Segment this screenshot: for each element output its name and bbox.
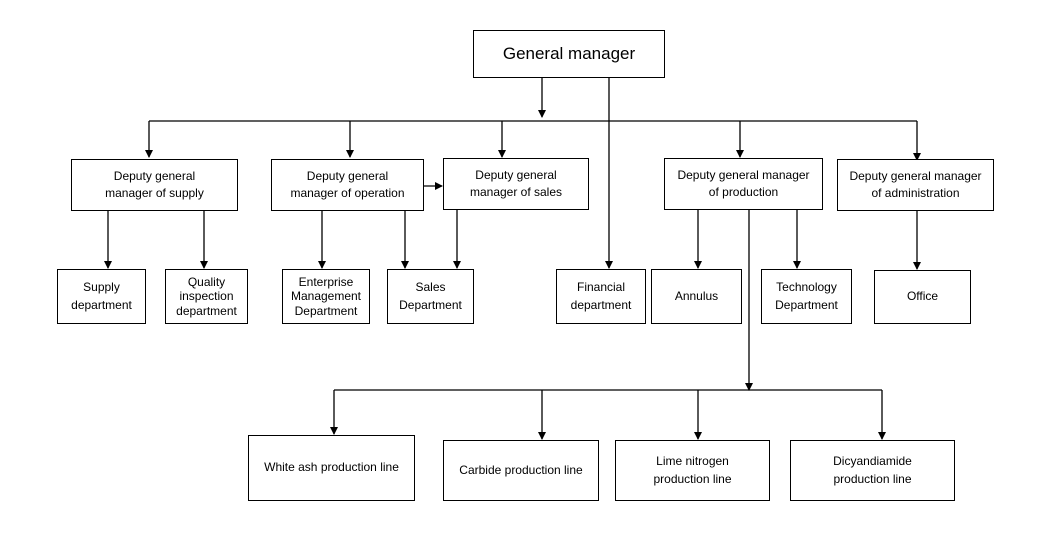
- financial-department-label-line: Financial: [576, 280, 626, 295]
- white-ash-production-line-label-line: White ash production line: [264, 460, 399, 475]
- office-box: Office: [874, 270, 971, 324]
- enterprise-management-department-label-line: Department: [294, 303, 358, 318]
- supply-department-box: Supply department: [57, 269, 146, 324]
- enterprise-management-department-label-line: Enterprise: [298, 274, 354, 289]
- deputy-gm-supply-label-line: Deputy general: [113, 168, 196, 183]
- deputy-gm-production-label-line: of production: [708, 185, 779, 199]
- enterprise-management-department-label-line: Management: [290, 289, 362, 304]
- deputy-gm-production-label-line: Deputy general manager: [677, 167, 810, 182]
- deputy-gm-administration-label-line: Deputy general manager: [849, 168, 982, 183]
- sales-department-label-line: Department: [399, 297, 462, 312]
- dicyandiamide-production-line-box: Dicyandiamide production line: [790, 440, 955, 501]
- annulus-label-line: Annulus: [674, 288, 719, 303]
- annulus-box: Annulus: [651, 269, 742, 324]
- dicyandiamide-production-line-label-line: Dicyandiamide: [833, 454, 912, 469]
- lime-nitrogen-production-line-label-line: production line: [653, 471, 732, 486]
- deputy-gm-production-box: Deputy general manager of production: [664, 158, 823, 210]
- carbide-production-line-box: Carbide production line: [443, 440, 599, 501]
- quality-inspection-department-label-line: Quality: [187, 274, 226, 289]
- supply-department-label-line: Supply: [83, 280, 120, 295]
- lime-nitrogen-production-line-label-line: Lime nitrogen: [656, 454, 729, 469]
- deputy-gm-sales-box: Deputy general manager of sales: [443, 158, 589, 210]
- deputy-gm-supply-label-line: manager of supply: [105, 186, 204, 200]
- deputy-gm-sales-label-line: Deputy general: [475, 167, 557, 182]
- deputy-gm-operation-box: Deputy general manager of operation: [271, 159, 424, 211]
- white-ash-production-line-box: White ash production line: [248, 435, 415, 501]
- deputy-gm-operation-label-line: Deputy general: [306, 168, 389, 183]
- technology-department-label-line: Technology: [776, 280, 837, 295]
- financial-department-label-line: department: [570, 297, 632, 312]
- technology-department-label-line: Department: [775, 297, 838, 312]
- sales-department-label-line: Sales: [415, 280, 446, 295]
- general-manager-box: General manager: [473, 30, 665, 78]
- dicyandiamide-production-line-label-line: production line: [833, 471, 912, 486]
- deputy-gm-operation-label-line: manager of operation: [290, 186, 405, 200]
- deputy-gm-administration-label-line: of administration: [871, 186, 960, 200]
- office-label-line: Office: [906, 289, 939, 304]
- carbide-production-line-label-line: Carbide production line: [459, 462, 583, 477]
- supply-department-label-line: department: [71, 297, 132, 312]
- deputy-gm-supply-box: Deputy general manager of supply: [71, 159, 238, 211]
- quality-inspection-department-label-line: department: [176, 303, 237, 318]
- lime-nitrogen-production-line-box: Lime nitrogen production line: [615, 440, 770, 501]
- deputy-gm-administration-box: Deputy general manager of administration: [837, 159, 994, 211]
- financial-department-box: Financial department: [556, 269, 646, 324]
- general-manager-label-line: General manager: [502, 43, 636, 63]
- deputy-gm-sales-label-line: manager of sales: [469, 185, 563, 199]
- quality-inspection-department-label-line: inspection: [179, 289, 234, 304]
